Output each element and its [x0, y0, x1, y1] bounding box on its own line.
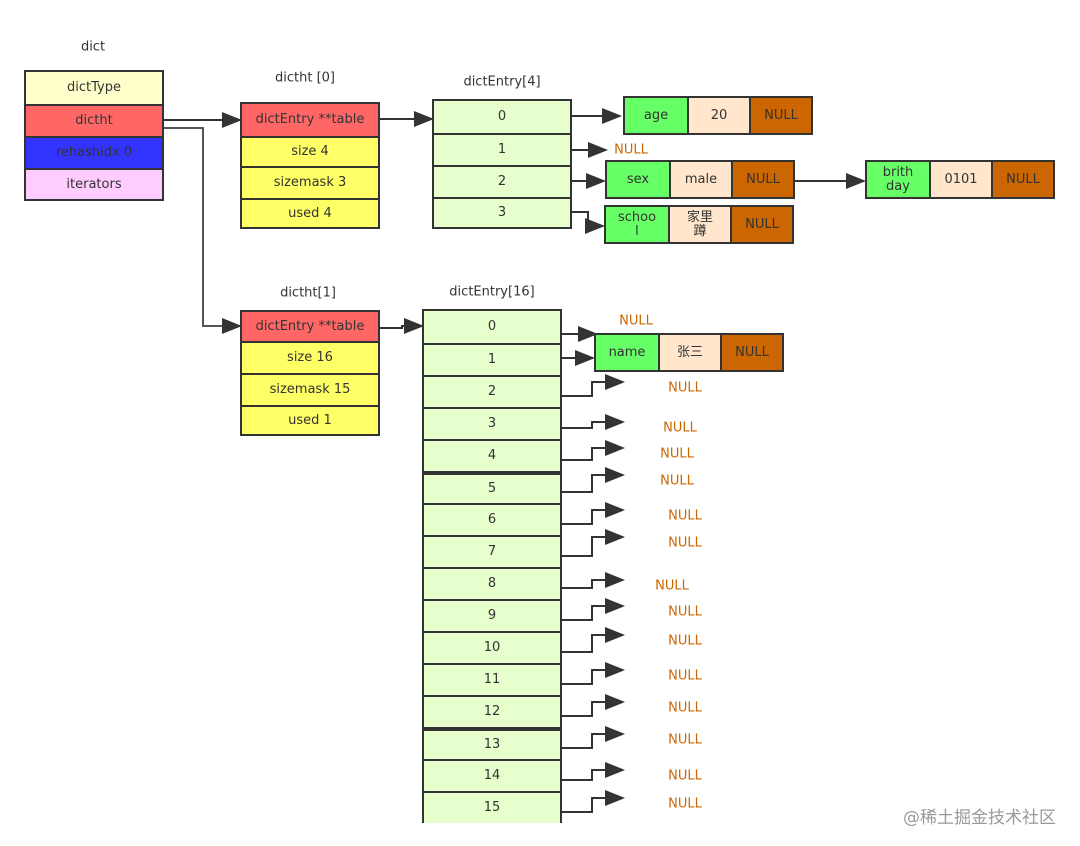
entry-key: sex: [607, 162, 669, 197]
dictht0-field-3: used 4: [242, 198, 378, 227]
entry-value: 张三: [658, 335, 720, 370]
null-label: NULL: [668, 732, 702, 748]
dictht1-field-3: used 1: [242, 405, 378, 434]
arrow-slot-15: [561, 790, 625, 813]
null-label: NULL: [668, 508, 702, 524]
arrow-slot-9: [561, 598, 625, 621]
null-label: NULL: [668, 796, 702, 812]
entry16-slot-5: 5: [424, 471, 560, 503]
entry-next: NULL: [749, 98, 811, 133]
null-label: NULL: [668, 633, 702, 649]
entry16-slot-10: 10: [424, 631, 560, 663]
entries4-title: dictEntry[4]: [463, 74, 541, 90]
arrow-slot-12: [561, 694, 625, 717]
null-label: NULL: [614, 142, 648, 158]
dict-field-1: dictht: [26, 104, 162, 136]
entry16-slot-11: 11: [424, 663, 560, 695]
null-label: NULL: [655, 578, 689, 594]
entry4-slot-1: 1: [434, 133, 570, 165]
entry16-slot-0: 0: [424, 311, 560, 343]
entry16-slot-9: 9: [424, 599, 560, 631]
entry-value: 家里 蹲: [668, 207, 730, 242]
null-label: NULL: [668, 668, 702, 684]
entry-next: NULL: [720, 335, 782, 370]
null-label: NULL: [660, 473, 694, 489]
arrow-slot-6: [561, 502, 625, 525]
dictht0-field-0: dictEntry **table: [242, 104, 378, 136]
dictht0-field-1: size 4: [242, 136, 378, 166]
entry-value: male: [669, 162, 731, 197]
entry4-slot-3: 3: [434, 197, 570, 227]
entries16-title: dictEntry[16]: [449, 284, 535, 300]
watermark: @稀土掘金技术社区: [903, 808, 1056, 828]
null-label: NULL: [668, 768, 702, 784]
arrow-slot-7: [561, 529, 625, 557]
dictht1-field-0: dictEntry **table: [242, 312, 378, 341]
entry16-slot-15: 15: [424, 791, 560, 823]
entry16-slot-7: 7: [424, 535, 560, 567]
null-label: NULL: [668, 535, 702, 551]
entry16-slot-14: 14: [424, 759, 560, 791]
null-label: NULL: [668, 604, 702, 620]
entry16-slot-1: 1: [424, 343, 560, 375]
arrow-slot-13: [561, 726, 625, 749]
dict-field-3: iterators: [26, 168, 162, 199]
entry-value: 20: [687, 98, 749, 133]
arrow-slot-11: [561, 662, 625, 685]
dictht1-field-2: sizemask 15: [242, 373, 378, 405]
arrow-slot-4: [561, 440, 625, 461]
entry-value: 0101: [929, 162, 991, 197]
null-label: NULL: [668, 380, 702, 396]
dict-field-2: rehashidx 0: [26, 136, 162, 168]
arrow-dict-to-ht1: [163, 127, 242, 334]
dictht0-title: dictht [0]: [275, 70, 335, 86]
entry16-slot-6: 6: [424, 503, 560, 535]
arrow-slot-2: [561, 374, 625, 397]
arrow-slot-10: [561, 627, 625, 653]
null-label: NULL: [668, 700, 702, 716]
entry-key: age: [625, 98, 687, 133]
entry4-slot-2: 2: [434, 165, 570, 197]
entry16-slot-13: 13: [424, 727, 560, 759]
dict-field-0: dictType: [26, 72, 162, 104]
dict-title: dict: [80, 39, 106, 55]
entry-next: NULL: [731, 162, 793, 197]
arrow-slot-5: [561, 467, 625, 493]
arrow-ht1-to-entries: [379, 318, 424, 334]
dictht1-title: dictht[1]: [280, 285, 336, 301]
entry-next: NULL: [730, 207, 792, 242]
entry-key: schoo l: [606, 207, 668, 242]
entry-key: brith day: [867, 162, 929, 197]
null-label: NULL: [663, 420, 697, 436]
entry16-slot-2: 2: [424, 375, 560, 407]
arrow-slot-8: [561, 572, 625, 589]
entry16-slot-8: 8: [424, 567, 560, 599]
entry4-slot-0: 0: [434, 101, 570, 133]
null-label: NULL: [660, 446, 694, 462]
entry16-slot-3: 3: [424, 407, 560, 439]
dictht1-field-1: size 16: [242, 341, 378, 373]
entry16-slot-12: 12: [424, 695, 560, 727]
entry16-slot-4: 4: [424, 439, 560, 471]
dictht0-field-2: sizemask 3: [242, 166, 378, 198]
entry-key: name: [596, 335, 658, 370]
arrow-slot-3: [561, 414, 625, 430]
arrow-slot-14: [561, 762, 625, 781]
arrow-e3-school: [571, 211, 605, 234]
entry-next: NULL: [991, 162, 1053, 197]
null-label: NULL: [619, 313, 653, 329]
